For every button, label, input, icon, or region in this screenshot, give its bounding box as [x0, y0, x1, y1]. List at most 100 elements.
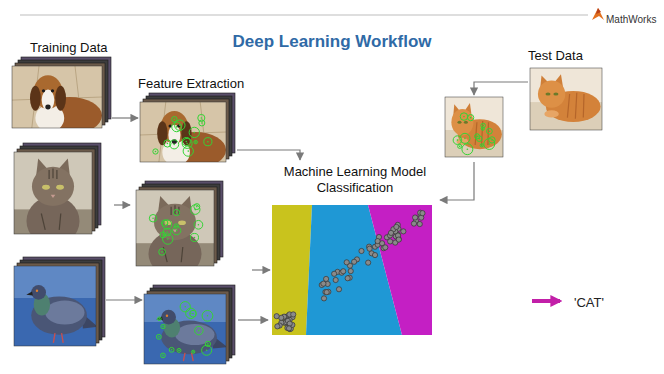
feature-point: [489, 130, 491, 132]
drawing-part: [161, 310, 176, 325]
feature-point: [189, 127, 199, 137]
brand-name: MathWorks: [606, 13, 656, 26]
feature-point: [170, 140, 179, 149]
drawing-part: [51, 195, 56, 198]
data-point: [401, 229, 406, 234]
slide-title: Deep Learning Workflow: [233, 32, 432, 52]
feature-point: [186, 143, 188, 145]
feature-point: [464, 138, 466, 140]
feature-point: [172, 226, 181, 235]
feature-point: [167, 143, 169, 145]
feature-point: [486, 128, 492, 134]
feature-point: [187, 150, 189, 152]
photo: [144, 294, 226, 364]
feature-point: [193, 132, 195, 134]
feature-point: [149, 214, 156, 221]
feature-point: [478, 138, 480, 140]
feature-point: [178, 350, 180, 352]
training-dog-images: [12, 57, 111, 134]
feature-point: [176, 126, 178, 128]
drawing-part: [482, 121, 483, 146]
flow-arrow: [112, 117, 138, 118]
photo: [140, 102, 226, 162]
drawing-part: [41, 214, 45, 230]
drawing-part: [544, 110, 558, 117]
feature-point: [174, 118, 176, 120]
brand-name: MathWorks: [606, 9, 656, 27]
data-point: [417, 221, 422, 226]
flow-connector: [440, 162, 474, 200]
drawing-part: [14, 266, 96, 346]
drawing-part: [48, 170, 49, 179]
data-point: [411, 221, 416, 226]
feature-point: [162, 234, 164, 236]
data-point: [324, 276, 329, 281]
feature-point: [460, 133, 470, 143]
data-point: [336, 287, 341, 292]
flow-arrow: [237, 150, 300, 160]
drawing-part: [42, 90, 55, 111]
feature-point: [470, 117, 472, 119]
feature-point: [161, 251, 163, 253]
drawing-part: [53, 333, 55, 343]
training-cat-images: [14, 143, 101, 245]
feature-point: [161, 324, 165, 328]
data-point: [286, 326, 291, 331]
flow-connector: [114, 204, 130, 205]
brand-logo: [596, 8, 601, 14]
feature-point: [176, 230, 178, 232]
feature-point: [153, 149, 158, 154]
feature-point: [205, 341, 210, 346]
drawing-part: [538, 80, 565, 107]
feature-point: [488, 143, 490, 145]
feature-point: [481, 123, 486, 128]
feature-point: [156, 334, 161, 339]
drawing-part: [45, 104, 50, 109]
drawing-part: [156, 316, 163, 320]
test-data-group: Test Data: [440, 44, 606, 162]
feature-point: [152, 217, 154, 219]
feature-point: [158, 317, 162, 321]
training-bird-images: [14, 257, 105, 346]
data-point: [413, 215, 418, 220]
data-point: [291, 312, 296, 317]
data-point: [344, 260, 349, 265]
drawing-part: [31, 285, 46, 300]
drawing-part: [42, 89, 45, 92]
feature-point: [196, 206, 198, 208]
feature-point: [160, 232, 166, 238]
drawing-part: [154, 204, 196, 240]
photo-frame: [140, 102, 226, 162]
data-point: [332, 271, 337, 276]
feature-point: [204, 138, 212, 146]
feature-point: [182, 138, 192, 148]
feature-point: [167, 238, 169, 240]
feature-point: [162, 355, 164, 357]
drawing-part: [169, 124, 172, 127]
photo-frame: [144, 294, 226, 364]
node-heading: Machine Learning Model Classification: [270, 164, 440, 196]
output-arrow: [532, 299, 560, 303]
drawing-part: [171, 207, 172, 215]
data-point: [388, 239, 393, 244]
feature-point: [177, 348, 181, 352]
photo: [530, 68, 602, 130]
feature-cat-images: [136, 181, 223, 277]
data-point: [367, 246, 372, 251]
data-point: [372, 252, 377, 257]
feature-point: [180, 302, 190, 312]
feature-point: [460, 113, 468, 121]
drawing-part: [32, 167, 74, 206]
photo: [14, 152, 92, 234]
flow-arrow: [238, 319, 268, 320]
drawing-part: [177, 124, 180, 127]
feature-point: [192, 313, 194, 315]
data-point: [275, 324, 280, 329]
data-point: [352, 259, 357, 264]
feature-point: [201, 122, 203, 124]
drawing-part: [56, 185, 64, 190]
drawing-part: [175, 324, 214, 345]
feature-point: [195, 141, 197, 143]
feature-point: [194, 140, 197, 143]
